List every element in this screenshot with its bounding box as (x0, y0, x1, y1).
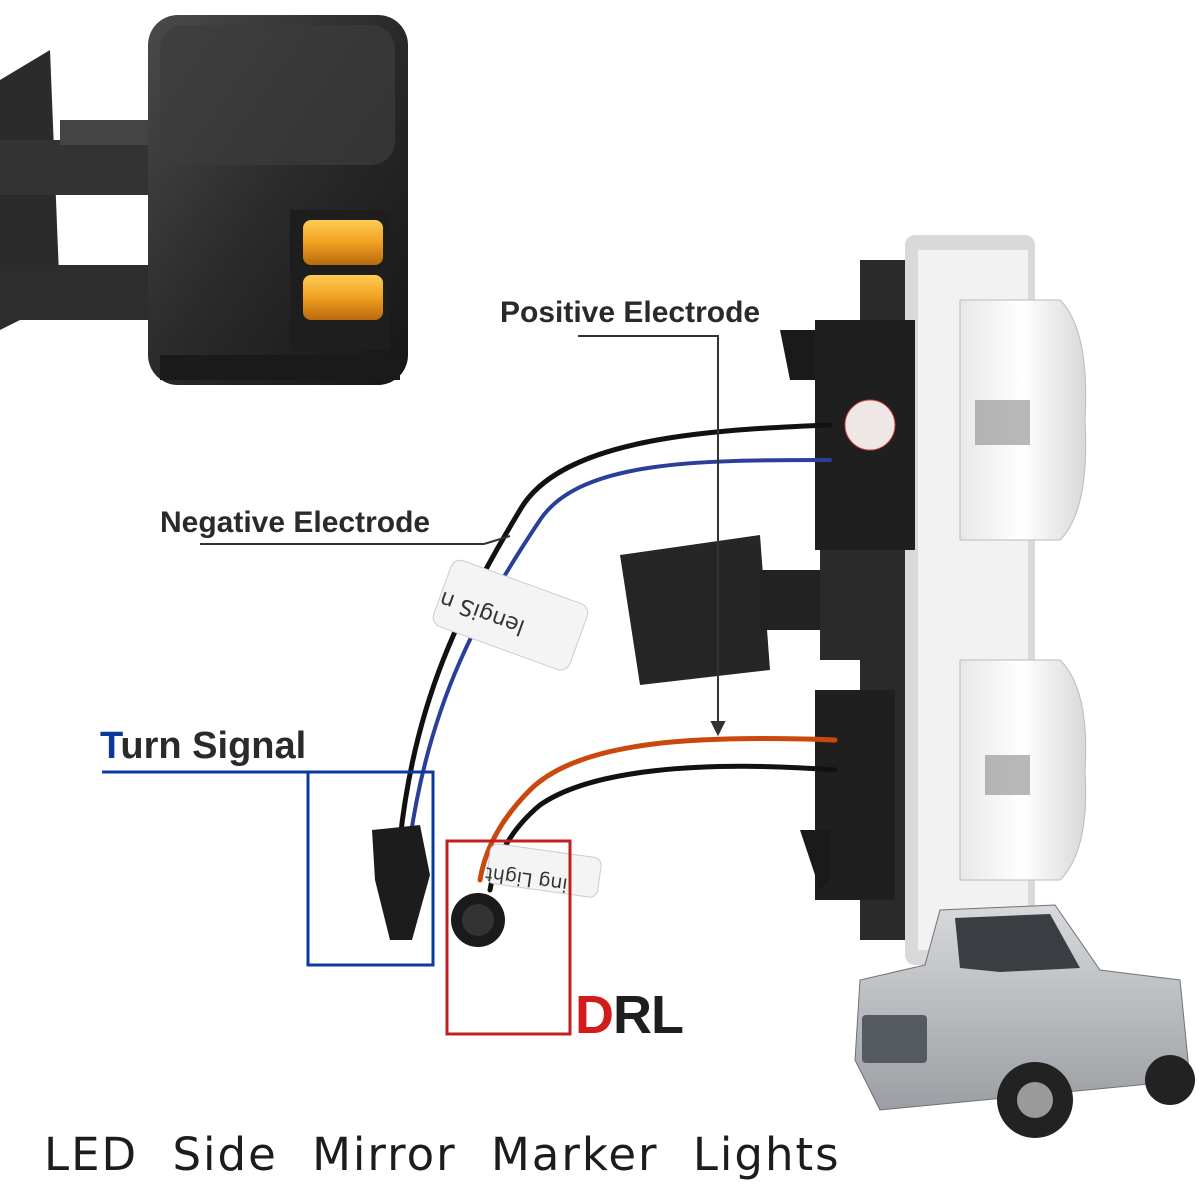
drl-initial: D (575, 985, 614, 1045)
turn-signal-box (306, 770, 435, 967)
negative-electrode-label: Negative Electrode (160, 506, 431, 539)
drl-label: DRL (575, 984, 684, 1046)
product-caption: LED Side Mirror Marker Lights (44, 1128, 841, 1181)
drl-box (445, 839, 572, 1036)
drl-socket (451, 893, 505, 947)
pointer-lines (200, 335, 726, 737)
turn-signal-label: Turn Signal (100, 725, 306, 768)
positive-electrode-label: Positive Electrode (500, 296, 761, 329)
turn-signal-rest: urn Signal (120, 725, 307, 767)
mirror-icon (0, 15, 408, 385)
marker-light-housing-icon (620, 235, 1087, 965)
drl-rest: RL (613, 985, 684, 1045)
turn-signal-socket (372, 825, 430, 940)
wire-harness (397, 422, 838, 893)
turn-signal-initial: T (100, 725, 121, 767)
pickup-truck-icon (854, 904, 1195, 1138)
